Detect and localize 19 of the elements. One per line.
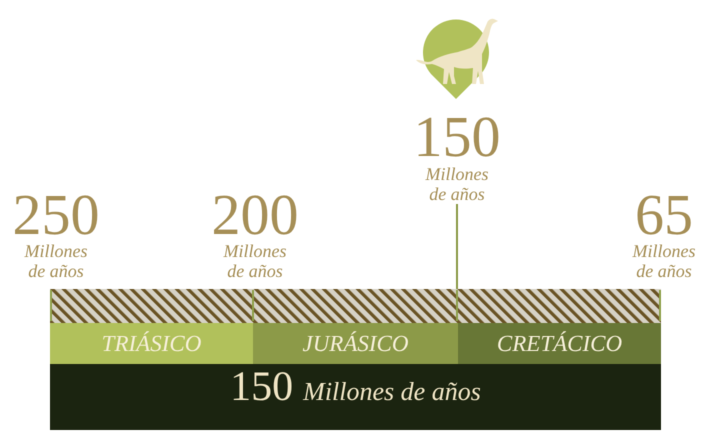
unit-label: Millones de años [222,241,288,281]
year-number: 65 [635,186,693,244]
period-band [458,323,661,364]
year-number: 200 [212,186,298,244]
hatched-band [50,289,661,323]
unit-label: Millones de años [631,241,696,281]
period-name: TRIÁSICO [102,330,202,356]
duration-unit: Millones de años [303,377,481,407]
year-number: 150 [414,108,500,166]
year-number: 250 [12,186,100,244]
period-band [50,323,253,364]
period-band [253,323,458,364]
unit-label: Millones de años [424,164,490,204]
duration-bar [50,364,661,430]
unit-label: Millones de años [23,241,88,281]
period-name: CRETÁCICO [496,330,622,356]
period-name: JURÁSICO [302,330,409,356]
leader-line [456,204,458,289]
duration-number: 150 [230,364,294,410]
